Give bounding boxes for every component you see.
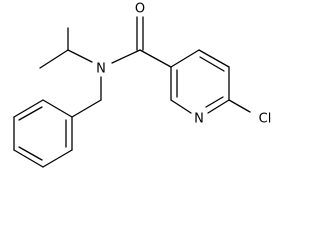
amide-nitrogen-label: N [96,62,106,77]
bond-ph-c2-c3 [42,149,73,168]
bond-ph-c3-c4 [13,149,44,168]
bond-c6-to-cl [228,99,251,113]
bond-ph-c5-c6 [13,99,44,118]
bond-ph-c6-c1 [42,99,73,118]
bond-n-to-carbonyl [111,49,141,64]
pyridine-nitrogen-label: N [194,112,204,127]
bond-py-n-c2 [170,99,192,114]
atom-labels: O N N Cl [96,2,271,127]
bond-ph-c5-c6-inner [18,106,43,121]
bonds [13,16,251,168]
bond-py-c6-n-inner [205,96,224,108]
bond-carbonyl-to-ring [139,49,172,68]
bond-py-c6-n [207,99,230,114]
bond-py-c4-c5 [198,49,230,68]
bond-ph-c3-c4-inner [18,146,43,161]
molecule-structure: O N N Cl [13,2,271,168]
bond-ipr-to-n [67,49,93,63]
bond-py-c3-c4 [170,49,200,68]
bond-ch2-to-phenyl [71,99,102,118]
bond-py-c4-c5-inner [199,56,225,72]
oxygen-label: O [135,2,145,17]
chlorine-label: Cl [259,112,272,127]
bond-ipr-methyl-left [39,49,69,69]
